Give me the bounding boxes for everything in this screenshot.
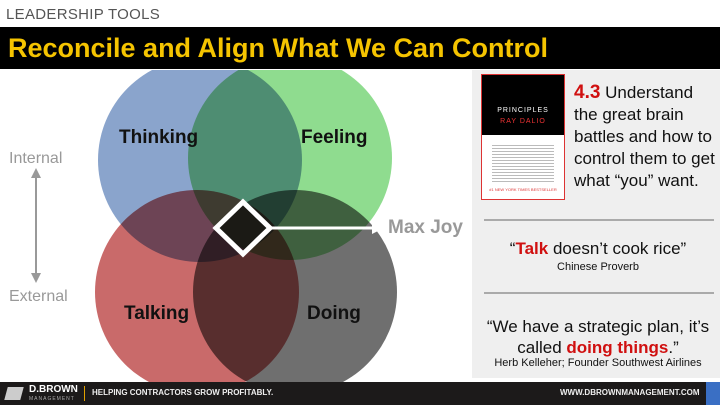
brand-logo-icon	[4, 387, 24, 400]
external-label: External	[9, 288, 68, 305]
footer-accent	[706, 382, 720, 405]
feeling-label: Feeling	[301, 127, 368, 148]
book-title: PRINCIPLES	[497, 107, 549, 114]
website-link[interactable]: WWW.DBROWNMANAGEMENT.COM	[560, 388, 700, 397]
arrow-down-icon	[31, 273, 41, 283]
quote-doing: “We have a strategic plan, it’s called d…	[486, 317, 710, 357]
section-kicker: LEADERSHIP TOOLS	[6, 6, 161, 23]
slide-title: Reconcile and Align What We Can Control	[8, 33, 549, 63]
arrow-up-icon	[31, 168, 41, 178]
internal-label: Internal	[9, 150, 63, 167]
book-author: RAY DALIO	[500, 118, 546, 125]
tagline: HELPING CONTRACTORS GROW PROFITABLY.	[92, 388, 274, 397]
quote-doing-source: Herb Kelleher; Founder Southwest Airline…	[494, 357, 702, 369]
venn-diagram	[31, 70, 397, 382]
book-badge: #1 NEW YORK TIMES BESTSELLER	[489, 187, 557, 192]
thinking-label: Thinking	[119, 127, 199, 148]
point-text: 4.3 Understand the great brain battles a…	[574, 82, 715, 190]
divider	[484, 219, 714, 221]
doing-circle	[193, 190, 397, 382]
brand-sub: MANAGEMENT	[29, 396, 75, 402]
doing-label: Doing	[307, 303, 361, 324]
talking-label: Talking	[124, 303, 190, 324]
max-joy-diamond	[212, 198, 274, 258]
book-cover: PRINCIPLES RAY DALIO #1 NEW YORK TIMES B…	[481, 74, 565, 200]
max-joy-label: Max Joy	[388, 217, 463, 238]
brand-name: D.BROWN	[29, 384, 78, 395]
divider	[484, 292, 714, 294]
footer: D.BROWN MANAGEMENT HELPING CONTRACTORS G…	[0, 382, 720, 405]
title-bar	[0, 27, 720, 69]
quote-talk: “Talk doesn’t cook rice”	[509, 239, 687, 258]
arrow-right-icon	[372, 222, 384, 234]
quote-talk-source: Chinese Proverb	[557, 261, 639, 273]
